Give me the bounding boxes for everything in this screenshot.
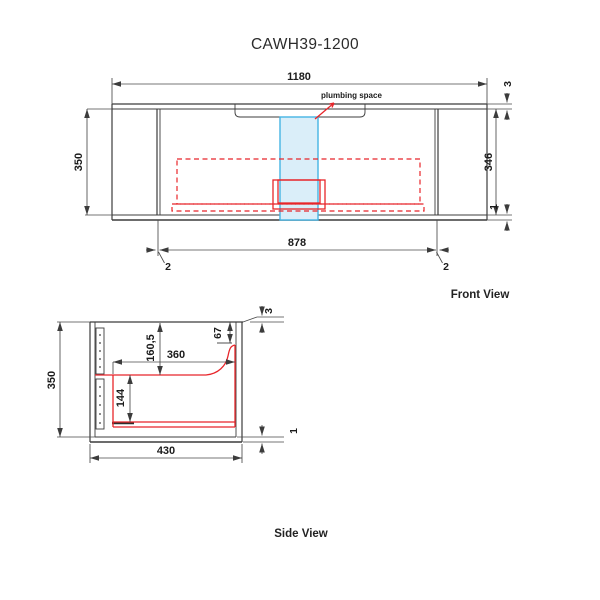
fv-dim-face-value: 346 — [483, 153, 495, 171]
sv-drawer-top-profile — [95, 344, 236, 376]
fv-dim-rightgap-value: 2 — [443, 261, 449, 273]
fv-dim-rightgap-leader — [436, 251, 443, 264]
sv-dim-inner-value: 360 — [167, 349, 185, 361]
sv-rail-upper — [95, 327, 105, 375]
sv-dim-topgap-extensions — [242, 316, 284, 323]
drawing-title: CAWH39-1200 — [251, 36, 359, 53]
fv-drawer-hidden-outline — [176, 158, 421, 205]
fv-dim-height-value: 350 — [73, 153, 85, 171]
sv-dim-depth-value: 430 — [157, 445, 175, 457]
sv-dim-topgap-value: 3 — [263, 308, 275, 314]
sv-dim-height-extensions — [57, 321, 95, 438]
side-view-caption: Side View — [274, 528, 328, 540]
sv-dim-botgap-extensions — [237, 436, 284, 443]
sv-rail-lower-holes — [99, 386, 101, 424]
sv-dim-botgap-value: 1 — [288, 428, 300, 434]
fv-dim-leftgap-value: 2 — [165, 261, 171, 273]
fv-plumbing-cutout-inner — [277, 179, 321, 204]
fv-dim-topgap-value: 3 — [502, 81, 514, 87]
sv-dim-drawerheight-value: 144 — [115, 388, 127, 407]
fv-dim-width-value: 1180 — [287, 71, 311, 83]
sv-drawer-bottom-lines — [113, 421, 235, 428]
front-view: plumbing space 1180 350 3 346 1 878 2 — [73, 71, 514, 301]
fv-dim-drawer-value: 878 — [288, 237, 306, 249]
sv-dim-height-value: 350 — [46, 371, 58, 389]
sv-dim-backtop-value: 67 — [212, 327, 224, 339]
fv-dim-topgap-extensions — [487, 103, 512, 110]
fv-dim-leftgap-leader — [158, 251, 165, 264]
fv-plumbing-label: plumbing space — [321, 91, 382, 100]
side-view: 350 430 160,5 360 67 144 3 1 Side View — [46, 306, 328, 540]
fv-plumbing-strip-hatch — [279, 116, 319, 221]
fv-basin-recess — [234, 104, 366, 118]
sv-rail-lower — [95, 378, 105, 430]
fv-dim-drawer-extensions — [157, 220, 438, 256]
front-view-caption: Front View — [451, 289, 510, 301]
fv-plumbing-leader-arrow — [314, 102, 335, 120]
fv-dim-height-extensions — [85, 108, 112, 216]
sv-rail-upper-holes — [99, 334, 101, 368]
fv-drawer-bottom-hidden-outline — [171, 203, 425, 212]
fv-dim-botgap-value: 1 — [488, 204, 500, 210]
sv-dim-upper-value: 160,5 — [145, 334, 157, 362]
